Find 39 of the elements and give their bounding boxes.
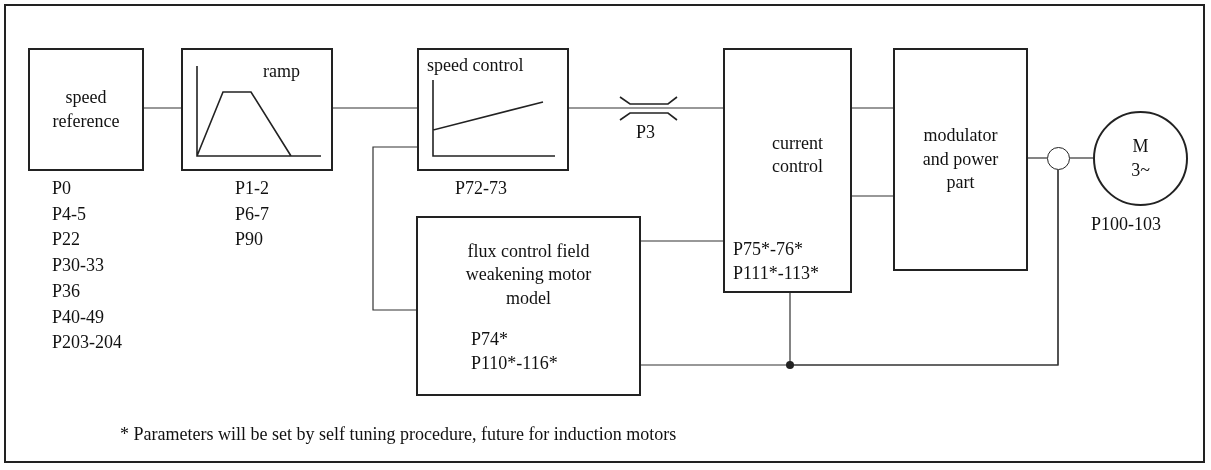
block-title: current control (771, 132, 824, 179)
connector-line (851, 195, 894, 197)
block-title: speed reference (51, 86, 121, 133)
parameter-label: P36 (52, 279, 80, 303)
block-title: speed control (427, 54, 525, 77)
footnote: * Parameters will be set by self tuning procedure, future for induction motors (120, 424, 677, 445)
parameter-label: P100-103 (1091, 213, 1161, 236)
parameter-label: P1-2 (235, 177, 269, 200)
parameter-label: P90 (235, 228, 263, 252)
block-box (723, 48, 852, 293)
parameter-label: P22 (52, 228, 80, 252)
connector-line (332, 107, 418, 109)
parameter-label: P72-73 (455, 177, 507, 200)
block-title: flux control field weakening motor model (464, 240, 593, 310)
block-box (181, 48, 333, 171)
parameter-label: P40-49 (52, 305, 104, 329)
connector-line (1027, 157, 1048, 159)
connector-line (143, 107, 182, 109)
parameter-label: P4-5 (52, 202, 86, 226)
parameter-list: P75*-76* P111*-113* (733, 238, 843, 285)
connector-line (851, 107, 894, 109)
connector-line (568, 107, 724, 109)
parameter-label: P0 (52, 177, 71, 200)
connector-line (1069, 157, 1094, 159)
block-box (893, 48, 1028, 271)
block-title: modulator and power part (921, 124, 1000, 195)
block-box (417, 48, 569, 171)
connector-line (789, 169, 1059, 366)
parameter-label: P30-33 (52, 254, 104, 278)
sensor-circle (1047, 147, 1070, 170)
block-title: ramp (263, 60, 301, 83)
parameter-label: P203-204 (52, 331, 122, 355)
connector-line (372, 146, 418, 311)
parameter-list: P74* P110*-116* (471, 328, 571, 375)
block-box (416, 216, 641, 396)
block-box (28, 48, 144, 171)
parameter-label: P6-7 (235, 202, 269, 226)
connector-line (640, 240, 724, 242)
block-title: M 3~ (1130, 135, 1151, 182)
